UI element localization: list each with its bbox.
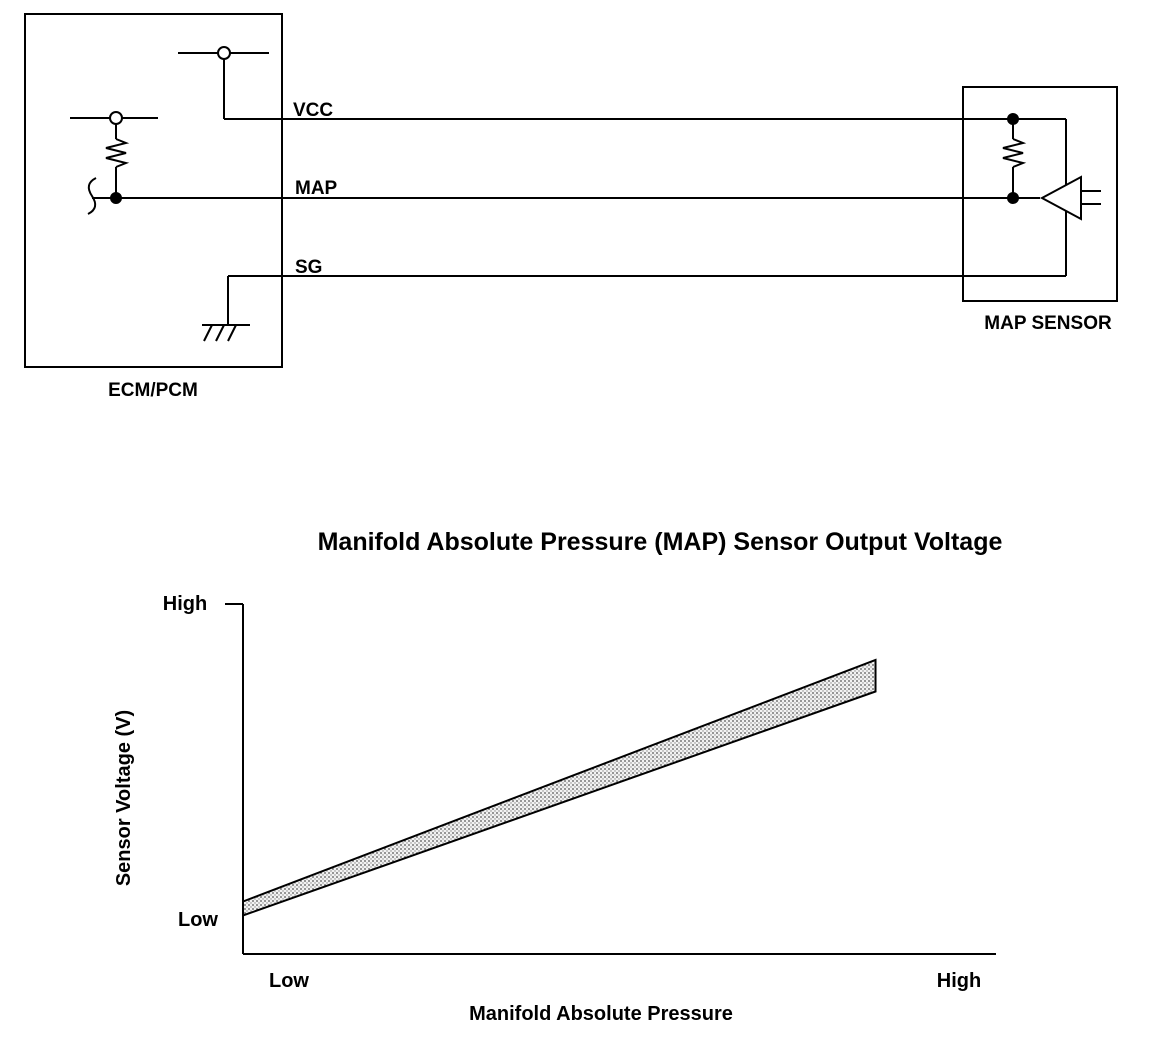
chart-title: Manifold Absolute Pressure (MAP) Sensor … — [318, 528, 1003, 556]
wire-label-sg: SG — [295, 257, 322, 278]
ecm-box — [24, 13, 283, 368]
x-axis-label: Manifold Absolute Pressure — [469, 1003, 733, 1025]
wire-label-map: MAP — [295, 178, 338, 199]
ecm-input-tap-icon — [87, 177, 97, 215]
x-tick-high: High — [937, 970, 981, 992]
wire-label-vcc: VCC — [293, 100, 333, 121]
ecm-resistor-icon — [105, 138, 130, 168]
sensor-internals — [1002, 113, 1101, 276]
x-tick-low: Low — [269, 970, 309, 992]
ecm-vcc-source — [178, 46, 269, 119]
chart-axes — [225, 603, 996, 955]
sensor-resistor-icon — [1002, 138, 1027, 168]
ecm-ground-icon — [202, 276, 250, 342]
y-tick-low: Low — [178, 909, 218, 931]
y-axis-label: Sensor Voltage (V) — [113, 710, 135, 886]
map-sensor-box — [962, 86, 1118, 302]
y-tick-high: High — [163, 593, 207, 615]
map-sensor-label: MAP SENSOR — [984, 313, 1112, 334]
sensor-amplifier-icon — [1039, 175, 1082, 221]
circuit-diagram — [24, 13, 1118, 368]
ecm-label: ECM/PCM — [108, 380, 198, 401]
voltage-band — [242, 658, 877, 917]
